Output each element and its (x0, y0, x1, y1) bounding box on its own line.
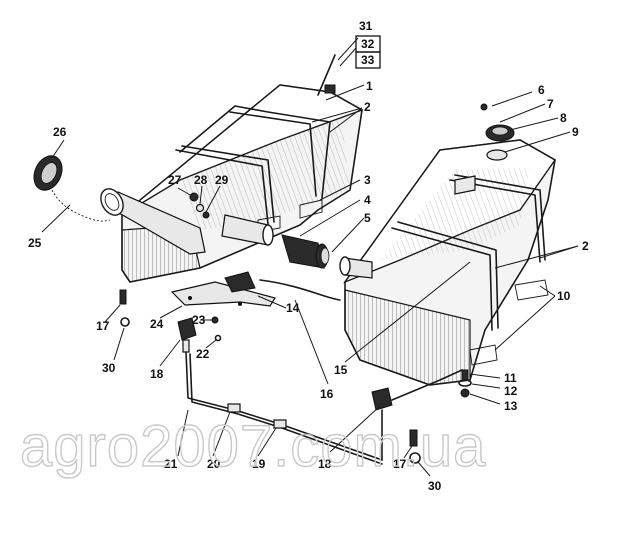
fuel-tap-left-18 (177, 317, 197, 353)
callout-10: 10 (557, 289, 571, 303)
callout-labels: 31 32 33 1 2 3 4 5 6 7 8 9 2 10 11 12 13… (28, 19, 589, 493)
callout-8: 8 (560, 111, 567, 125)
callout-22: 22 (196, 347, 210, 361)
callout-23: 23 (192, 313, 206, 327)
callout-18-left: 18 (150, 367, 164, 381)
bracket-14-24 (170, 271, 276, 307)
callout-29: 29 (215, 173, 229, 187)
callout-24: 24 (150, 317, 164, 331)
bolt-17-right (409, 429, 421, 464)
callout-14: 14 (286, 301, 300, 315)
callout-15: 15 (334, 363, 348, 377)
washer-22 (214, 334, 222, 342)
callout-6: 6 (538, 83, 545, 97)
right-fuel-tank (343, 139, 557, 386)
sensor-rod-31 (317, 54, 336, 96)
callout-2-left: 2 (364, 100, 371, 114)
left-filler-neck (100, 188, 206, 255)
callout-5: 5 (364, 211, 371, 225)
bolt-17-left (119, 289, 130, 327)
callout-1: 1 (366, 79, 373, 93)
callout-26: 26 (53, 125, 67, 139)
filler-cap-26 (33, 155, 111, 222)
callout-33: 33 (361, 53, 375, 67)
leader-lines (41, 37, 579, 477)
callout-4: 4 (364, 193, 371, 207)
box-33 (355, 51, 381, 69)
fasteners-11-13 (458, 369, 472, 398)
callout-18-right: 18 (318, 457, 332, 471)
callout-16: 16 (320, 387, 334, 401)
callout-2-right: 2 (582, 239, 589, 253)
connecting-hose (221, 214, 330, 269)
callout-3: 3 (364, 173, 371, 187)
callout-31: 31 (359, 19, 373, 33)
callout-19: 19 (252, 457, 266, 471)
callout-9: 9 (572, 125, 579, 139)
callout-7: 7 (547, 97, 554, 111)
fuel-pipes-19-21 (185, 351, 383, 465)
callout-11: 11 (504, 371, 517, 385)
callout-13: 13 (504, 399, 518, 413)
washer-23 (211, 316, 219, 324)
callout-17-left: 17 (96, 319, 110, 333)
callout-17-right: 17 (393, 457, 407, 471)
callout-32: 32 (361, 37, 375, 51)
callout-28: 28 (194, 173, 208, 187)
callout-12: 12 (504, 384, 518, 398)
callout-20: 20 (207, 457, 221, 471)
bolts-27-29 (189, 192, 210, 219)
callout-30-left: 30 (102, 361, 116, 375)
callout-25: 25 (28, 236, 42, 250)
callout-21: 21 (164, 457, 178, 471)
right-filler-cap (454, 103, 515, 195)
fuel-line-16 (259, 279, 341, 301)
callout-30-right: 30 (428, 479, 442, 493)
site-watermark: agro2007.com.ua (20, 414, 486, 479)
callout-27: 27 (168, 173, 182, 187)
fuel-tap-right-18 (371, 369, 463, 461)
inlet-pipe-5 (339, 256, 373, 279)
